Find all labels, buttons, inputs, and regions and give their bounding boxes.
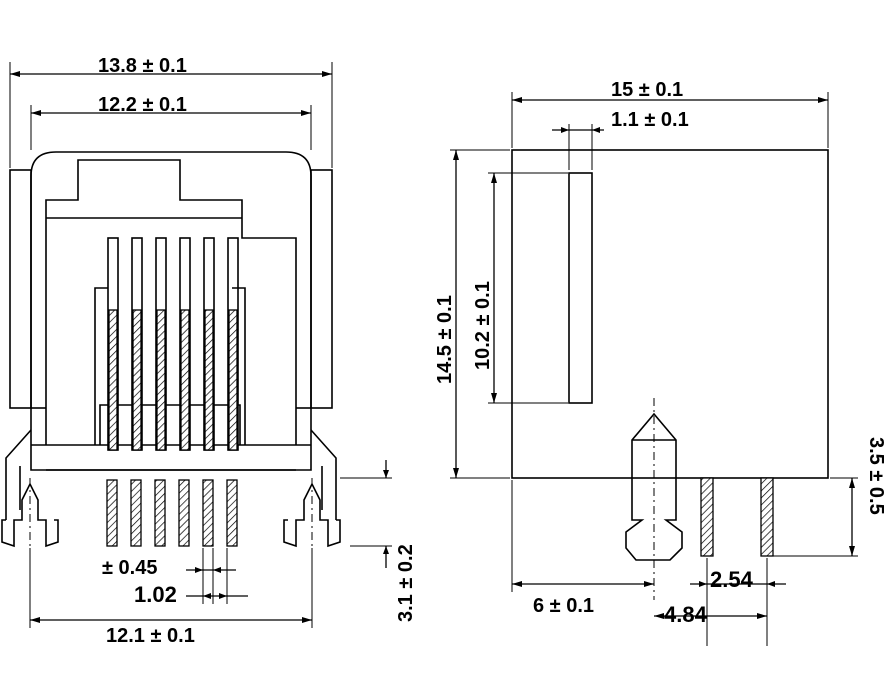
slot-width-dimension: 1.1 ± 0.1	[552, 109, 689, 170]
overall-width-label: 13.8 ± 0.1	[98, 55, 187, 77]
pin-spacing-dimension: 2.54	[690, 558, 786, 646]
body-height-dimension: 14.5 ± 0.1	[434, 149, 510, 479]
right-flange	[310, 169, 333, 409]
contact-pins	[107, 237, 239, 451]
side-view: 15 ± 0.1 1.1 ± 0.1 14.5 ± 0.1 10	[434, 79, 887, 646]
side-pin-2	[760, 477, 774, 557]
peg-to-pin-label: 4.84	[664, 602, 708, 627]
pin-length-dimension: 3.5 ± 0.5	[773, 437, 887, 557]
footprint-width-dimension: 12.1 ± 0.1	[29, 548, 313, 647]
slot-height-dimension: 10.2 ± 0.1	[472, 172, 568, 404]
leg-height-dimension: 3.1 ± 0.2	[340, 460, 417, 622]
pin-pitch-label: 1.02	[134, 582, 177, 607]
solder-legs	[106, 479, 238, 547]
left-mounting-peg	[1, 429, 59, 548]
peg-to-pin-dimension: 4.84	[654, 602, 767, 627]
plug-opening	[45, 159, 297, 445]
body-depth-label: 15 ± 0.1	[611, 79, 683, 101]
left-flange	[9, 169, 32, 409]
locating-peg	[625, 398, 683, 600]
body-depth-dimension: 15 ± 0.1	[511, 79, 829, 148]
leg-height-label: 3.1 ± 0.2	[395, 544, 417, 622]
side-pin-1	[700, 477, 714, 557]
peg-offset-label: 6 ± 0.1	[533, 595, 594, 617]
footprint-width-label: 12.1 ± 0.1	[106, 625, 195, 647]
peg-offset-dimension: 6 ± 0.1	[511, 480, 654, 617]
side-body-outline	[511, 149, 829, 479]
slot-height-label: 10.2 ± 0.1	[472, 281, 494, 370]
latch-slot	[568, 172, 593, 404]
pin-length-label: 3.5 ± 0.5	[865, 437, 887, 515]
opening-width-label: 12.2 ± 0.1	[98, 94, 187, 116]
pin-spacing-label: 2.54	[710, 567, 754, 592]
right-mounting-peg	[283, 429, 341, 548]
slot-width-label: 1.1 ± 0.1	[611, 109, 689, 131]
front-view: 13.8 ± 0.1 12.2 ± 0.1 ± 0.45 1.02	[1, 55, 417, 647]
body-height-label: 14.5 ± 0.1	[434, 295, 456, 384]
opening-width-dimension: 12.2 ± 0.1	[30, 94, 312, 150]
pin-pitch-dimension: ± 0.45 1.02	[102, 548, 248, 607]
pin-width-label: ± 0.45	[102, 557, 157, 579]
latch-window	[94, 287, 246, 445]
overall-width-dimension: 13.8 ± 0.1	[9, 55, 333, 168]
